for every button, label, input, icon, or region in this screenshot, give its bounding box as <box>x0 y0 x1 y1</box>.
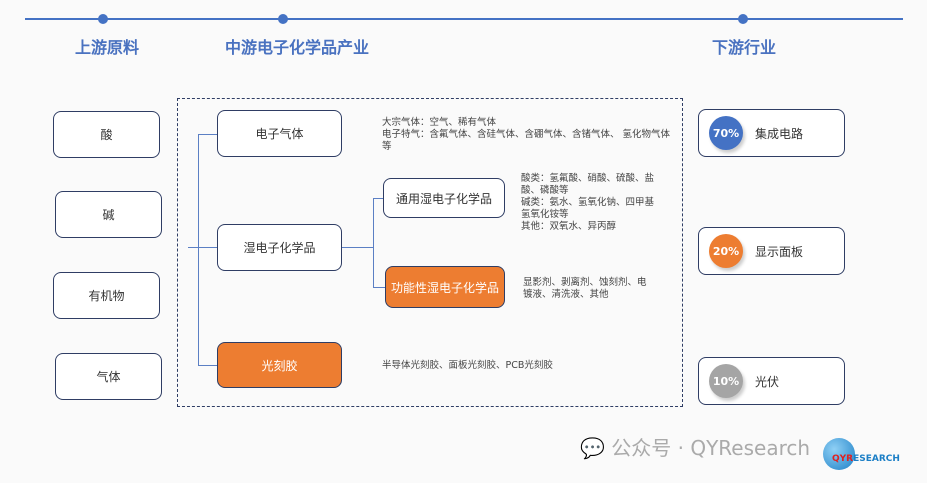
watermark-text: 公众号 · QYResearch <box>611 436 811 460</box>
general-wet-box: 通用湿电子化学品 <box>383 178 505 218</box>
connector <box>198 247 217 249</box>
connector <box>342 247 373 249</box>
downstream-header: 下游行业 <box>711 38 777 57</box>
upstream-base: 碱 <box>55 191 162 238</box>
timeline-dot <box>98 14 108 24</box>
timeline-dot <box>278 14 288 24</box>
downstream-label: 集成电路 <box>755 126 804 141</box>
bracket-line <box>198 134 200 365</box>
midstream-frame <box>177 98 683 407</box>
note-line: 酸类：氢氟酸、硝酸、硫酸、盐酸、磷酸等 <box>521 173 655 196</box>
wechat-icon: 💬 <box>580 436 605 460</box>
percent-badge: 10% <box>709 364 743 398</box>
downstream-ic: 70% 集成电路 <box>698 109 845 157</box>
connector <box>188 247 198 249</box>
timeline-line <box>25 18 903 20</box>
functional-wet-notes: 显影剂、剥离剂、蚀刻剂、电镀液、清洗液、其他 <box>523 277 647 300</box>
watermark: 💬 公众号 · QYResearch <box>580 432 810 461</box>
timeline-dot <box>738 14 748 24</box>
qyresearch-logo-icon <box>823 438 855 470</box>
upstream-gas: 气体 <box>55 353 162 400</box>
note-line: 其他：双氧水、异丙醇 <box>521 221 617 232</box>
note-line: 碱类：氨水、氢氧化钠、四甲基氢氧化铵等 <box>521 197 655 220</box>
midstream-header: 中游电子化学品产业 <box>224 38 370 57</box>
connector <box>198 365 217 367</box>
general-wet-notes: 酸类：氢氟酸、硝酸、硫酸、盐酸、磷酸等 碱类：氨水、氢氧化钠、四甲基氢氧化铵等 … <box>521 173 661 233</box>
connector <box>198 134 217 136</box>
photoresist-notes: 半导体光刻胶、面板光刻胶、PCB光刻胶 <box>382 360 553 371</box>
connector <box>373 198 383 200</box>
upstream-organic: 有机物 <box>53 272 160 319</box>
bracket-line <box>373 198 375 287</box>
percent-badge: 20% <box>709 234 743 268</box>
downstream-label: 显示面板 <box>755 244 804 259</box>
gas-box: 电子气体 <box>217 110 342 157</box>
downstream-display: 20% 显示面板 <box>698 227 845 275</box>
upstream-header: 上游原料 <box>74 38 140 57</box>
percent-badge: 70% <box>709 116 743 150</box>
gas-notes: 大宗气体：空气、稀有气体 电子特气：含氟气体、含硅气体、含硼气体、含锗气体、 氢… <box>382 117 672 153</box>
connector <box>373 287 385 289</box>
functional-wet-box: 功能性湿电子化学品 <box>385 266 505 308</box>
photoresist-box: 光刻胶 <box>217 342 342 388</box>
note-line: 大宗气体：空气、稀有气体 <box>382 117 497 128</box>
logo-text: QYRESEARCH <box>832 454 900 464</box>
downstream-pv: 10% 光伏 <box>698 357 845 405</box>
note-line: 电子特气：含氟气体、含硅气体、含硼气体、含锗气体、 氢化物气体等 <box>382 129 671 152</box>
downstream-label: 光伏 <box>755 374 780 389</box>
upstream-acid: 酸 <box>53 111 160 158</box>
wet-box: 湿电子化学品 <box>217 224 342 271</box>
